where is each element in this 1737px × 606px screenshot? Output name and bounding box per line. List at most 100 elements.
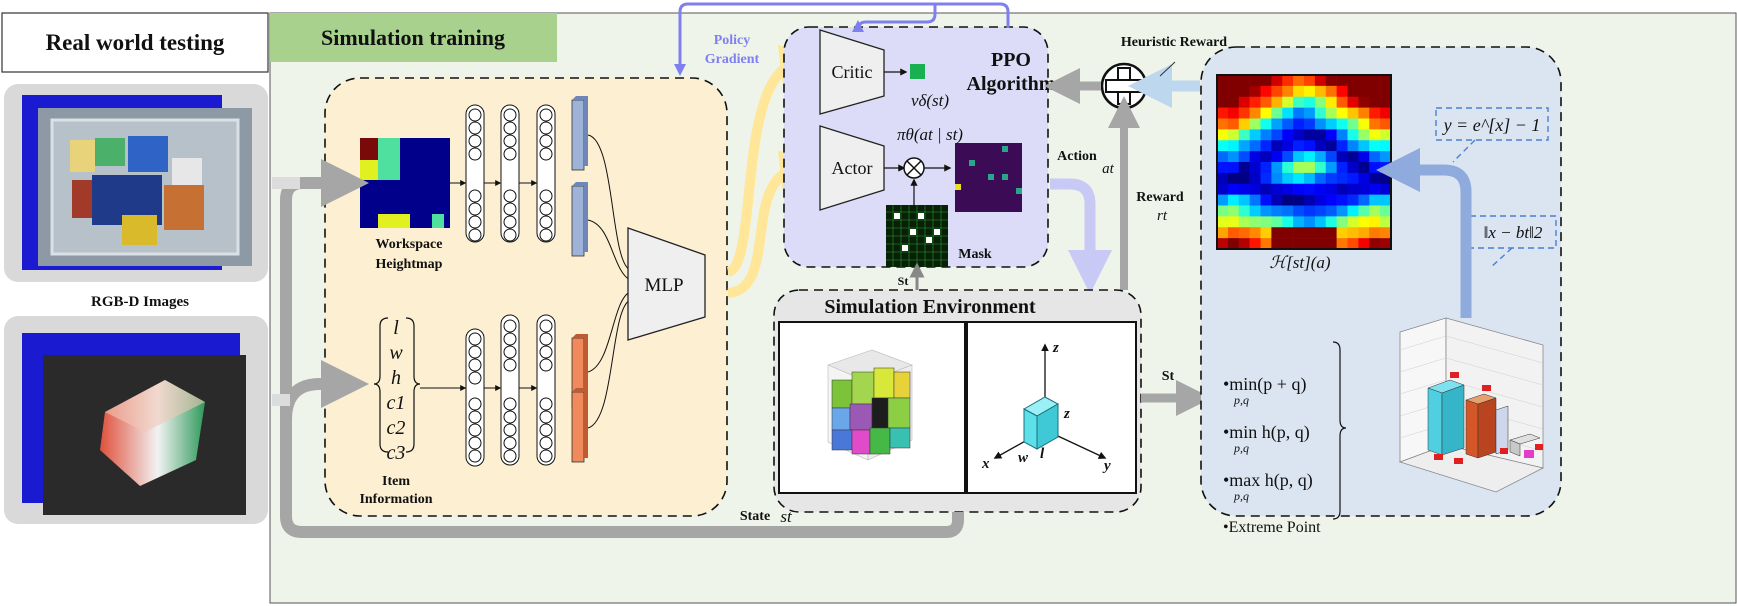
- heuristic-list: •min(p + q) p,q •min h(p, q) p,q •max h(…: [1223, 374, 1321, 536]
- mlp-label: MLP: [644, 275, 683, 296]
- heatmap-cell: [1304, 162, 1316, 174]
- heatmap-cell: [1282, 96, 1294, 108]
- heatmap-cell: [1325, 162, 1337, 174]
- heatmap-cell: [1271, 118, 1283, 130]
- heuristic-to-heatmap-arrow: [1376, 148, 1472, 318]
- heatmap-cell: [1271, 75, 1283, 87]
- heatmap-cell: [1369, 96, 1381, 108]
- heatmap-cell: [1325, 96, 1337, 108]
- heatmap-cell: [1380, 183, 1392, 195]
- heatmap-cell: [1314, 227, 1327, 239]
- heuristic-2-sub: p,q: [1233, 441, 1249, 455]
- action-label: Action: [1057, 149, 1097, 164]
- heatmap-cell: [1304, 194, 1316, 206]
- heatmap-cell: [1271, 96, 1283, 108]
- heatmap-cell: [1260, 162, 1272, 174]
- heatmap-cell: [1369, 85, 1381, 98]
- heatmap-cell: [1347, 85, 1359, 98]
- rgbd-image-bin: [4, 84, 268, 282]
- heatmap-cell: [1260, 96, 1272, 108]
- heatmap-cell: [1347, 162, 1359, 174]
- real-world-title: Real world testing: [46, 30, 225, 55]
- heatmap-cell: [1271, 227, 1283, 239]
- heatmap-cell: [1260, 183, 1272, 195]
- heatmap-cell: [1304, 118, 1316, 130]
- heatmap-cell: [1336, 216, 1348, 228]
- simulation-training-title: Simulation training: [321, 25, 505, 50]
- heatmap-cell: [1282, 194, 1294, 206]
- heatmap-cell: [1369, 140, 1381, 152]
- heatmap-cell: [1260, 216, 1272, 228]
- heatmap-cell: [1293, 205, 1305, 217]
- heatmap-cell: [1293, 162, 1305, 174]
- item-vector-c2: c2: [387, 417, 406, 439]
- heatmap-cell: [1336, 227, 1348, 239]
- heatmap-cell: [1249, 216, 1261, 228]
- heatmap-cell: [1238, 194, 1250, 206]
- heatmap-cell: [1314, 85, 1327, 98]
- heatmap-cell: [1260, 107, 1272, 119]
- heatmap-cell: [1249, 140, 1261, 152]
- heatmap-cell: [1271, 194, 1283, 206]
- heatmap-cell: [1293, 129, 1305, 141]
- heatmap-cell: [1325, 227, 1337, 239]
- heatmap-cell: [1293, 172, 1305, 185]
- heatmap-cell: [1238, 75, 1250, 87]
- axis-x-label: x: [981, 456, 990, 472]
- heatmap-cell: [1282, 205, 1294, 217]
- heatmap-cell: [1369, 151, 1381, 163]
- heatmap-cell: [1336, 140, 1348, 152]
- heatmap-cell: [1282, 140, 1294, 152]
- policy-function-label: πθ(at | st): [897, 125, 963, 144]
- heatmap-cell: [1260, 129, 1272, 141]
- heuristic-4: •Extreme Point: [1223, 519, 1321, 536]
- heatmap-cell: [1314, 96, 1327, 108]
- item-information-label-1: Item: [382, 474, 410, 489]
- heatmap-cell: [1336, 129, 1348, 141]
- heatmap-caption: ℋ[st](a): [1269, 253, 1331, 272]
- simulation-training-title-box: [270, 13, 557, 62]
- heatmap-cell: [1227, 227, 1240, 239]
- actor-label: Actor: [832, 158, 873, 178]
- item-vector: l w h c1 c2 c3: [373, 317, 421, 464]
- heatmap-cell: [1369, 216, 1381, 228]
- heatmap-cell: [1314, 151, 1327, 163]
- heatmap-cell: [1347, 107, 1359, 119]
- heatmap-cell: [1358, 238, 1370, 250]
- heatmap-cell: [1249, 107, 1261, 119]
- heatmap-cell: [1282, 118, 1294, 130]
- mask-label: Mask: [958, 247, 992, 262]
- heatmap-cell: [1271, 216, 1283, 228]
- heatmap-cell: [1260, 172, 1272, 185]
- heatmap-cell: [1336, 85, 1348, 98]
- ppo-label-2: Algorithm: [967, 73, 1056, 95]
- heatmap-cell: [1369, 107, 1381, 119]
- heatmap-cell: [1293, 238, 1305, 250]
- packing-3d-blocks: [827, 349, 913, 461]
- heatmap-cell: [1260, 205, 1272, 217]
- heatmap-cell: [1358, 107, 1370, 119]
- mlp-block: [627, 227, 706, 341]
- heatmap-cell: [1293, 85, 1305, 98]
- axis-y-label: y: [1102, 458, 1111, 474]
- simulation-environment-title: Simulation Environment: [824, 296, 1036, 318]
- heatmap-cell: [1304, 107, 1316, 119]
- heatmap-cell: [1282, 227, 1294, 239]
- heuristic-3: •max h(p, q): [1223, 470, 1313, 491]
- exp-formula-callout: y = e^[x] − 1: [1435, 107, 1549, 163]
- heatmap-cell: [1217, 216, 1229, 228]
- heatmap-cell: [1271, 205, 1283, 217]
- heatmap-cell: [1314, 118, 1327, 130]
- value-function-label: vδ(st): [911, 91, 949, 110]
- heatmap-cell: [1271, 151, 1283, 163]
- heuristic-1-sub: p,q: [1233, 393, 1249, 407]
- heatmap-cell: [1217, 194, 1229, 206]
- heatmap-cell: [1358, 227, 1370, 239]
- reward-label: Reward: [1136, 190, 1184, 205]
- heatmap-cell: [1358, 140, 1370, 152]
- heatmap-cell: [1238, 216, 1250, 228]
- heatmap-cell: [1325, 129, 1337, 141]
- heatmap-cell: [1314, 205, 1327, 217]
- heatmap-cell: [1227, 216, 1240, 228]
- heatmap-cell: [1304, 140, 1316, 152]
